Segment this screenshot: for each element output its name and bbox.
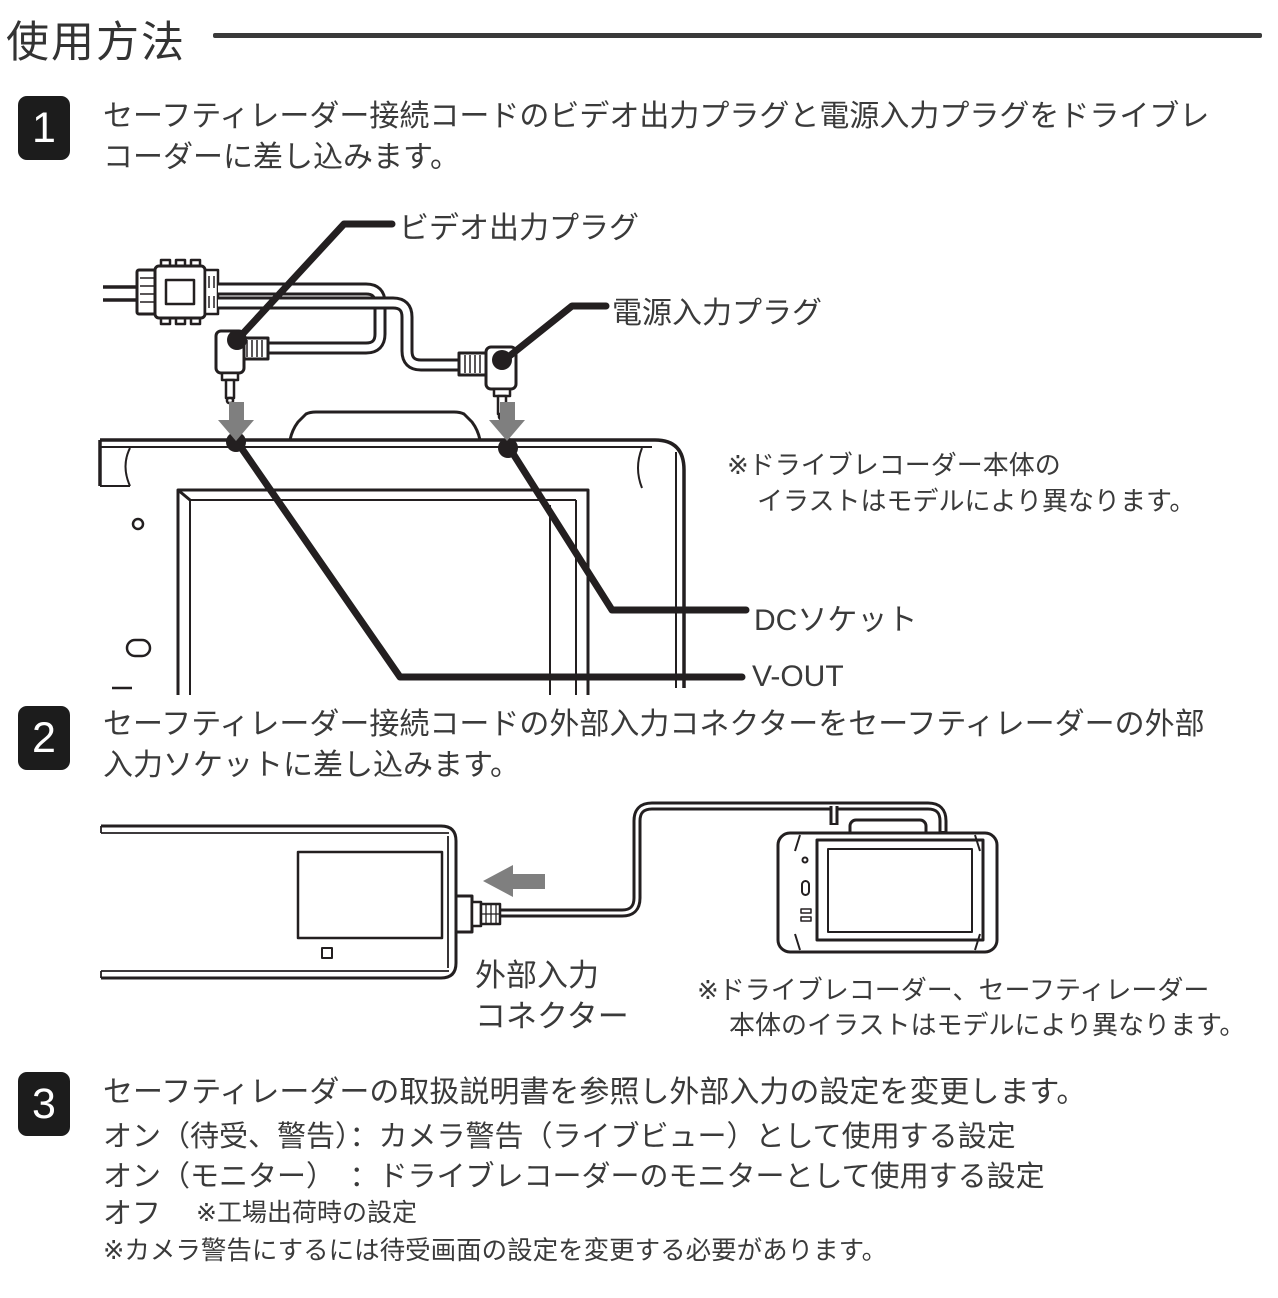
step3-off-note: ※工場出荷時の設定: [196, 1199, 417, 1227]
step2-text: セーフティレーダー接続コードの外部入力コネクターをセーフティレーダーの外部 入力…: [103, 704, 1205, 786]
step3-number: 3: [32, 1079, 56, 1128]
external-input-connector: [454, 801, 948, 934]
label-power-input-plug: 電源入力プラグ: [612, 297, 822, 330]
step3-option-off: オフ: [103, 1198, 162, 1230]
drive-recorder-front: [776, 818, 999, 954]
title-rule: [213, 33, 1262, 38]
label-ext-input-line2: コネクター: [475, 999, 629, 1034]
step1-number: 1: [32, 103, 56, 152]
drive-recorder-back: [98, 410, 686, 695]
diagram2-note-line2: 本体のイラストはモデルにより異なります。: [729, 1010, 1246, 1040]
step2-line1: セーフティレーダー接続コードの外部入力コネクターをセーフティレーダーの外部: [103, 708, 1205, 741]
step2-badge: 2: [18, 706, 70, 770]
step1-text: セーフティレーダー接続コードのビデオ出力プラグと電源入力プラグをドライブレ コー…: [103, 96, 1209, 178]
insert-arrow-left: [483, 865, 545, 897]
label-video-output-plug: ビデオ出力プラグ: [399, 212, 639, 245]
step3-footnote: ※カメラ警告にするには待受画面の設定を変更する必要があります。: [103, 1237, 888, 1265]
step1-badge: 1: [18, 96, 70, 160]
step3-option-on-standby: オン（待受、警告）：カメラ警告（ライブビュー）として使用する設定: [103, 1121, 1016, 1153]
cable-tubes: [218, 282, 460, 372]
harness-connector: [135, 258, 220, 326]
insert-arrow-down: [218, 402, 525, 441]
step3-badge: 3: [18, 1072, 70, 1136]
step1-line2: コーダーに差し込みます。: [103, 141, 460, 174]
leader-lines: [233, 220, 750, 681]
step2-number: 2: [32, 713, 56, 762]
step2-line2: 入力ソケットに差し込みます。: [103, 749, 520, 782]
label-v-out: V-OUT: [752, 660, 844, 693]
page-title: 使用方法: [6, 19, 186, 67]
step3-text: セーフティレーダーの取扱説明書を参照し外部入力の設定を変更します。: [103, 1076, 1087, 1109]
label-ext-input-line1: 外部入力: [475, 958, 599, 993]
diagram2-radar-illustration: [100, 801, 999, 980]
safety-radar-body: [100, 824, 458, 980]
diagram1-note-line1: ※ドライブレコーダー本体の: [727, 450, 1061, 480]
label-dc-socket: DCソケット: [754, 604, 918, 637]
diagram2-note-line1: ※ドライブレコーダー、セーフティレーダー: [697, 975, 1210, 1005]
diagram1-note-line2: イラストはモデルにより異なります。: [757, 486, 1196, 516]
diagram1-connection-illustration: [98, 220, 750, 695]
step3-option-on-monitor: オン（モニター） ：ドライブレコーダーのモニターとして使用する設定: [103, 1161, 1045, 1193]
step1-line1: セーフティレーダー接続コードのビデオ出力プラグと電源入力プラグをドライブレ: [103, 100, 1210, 133]
